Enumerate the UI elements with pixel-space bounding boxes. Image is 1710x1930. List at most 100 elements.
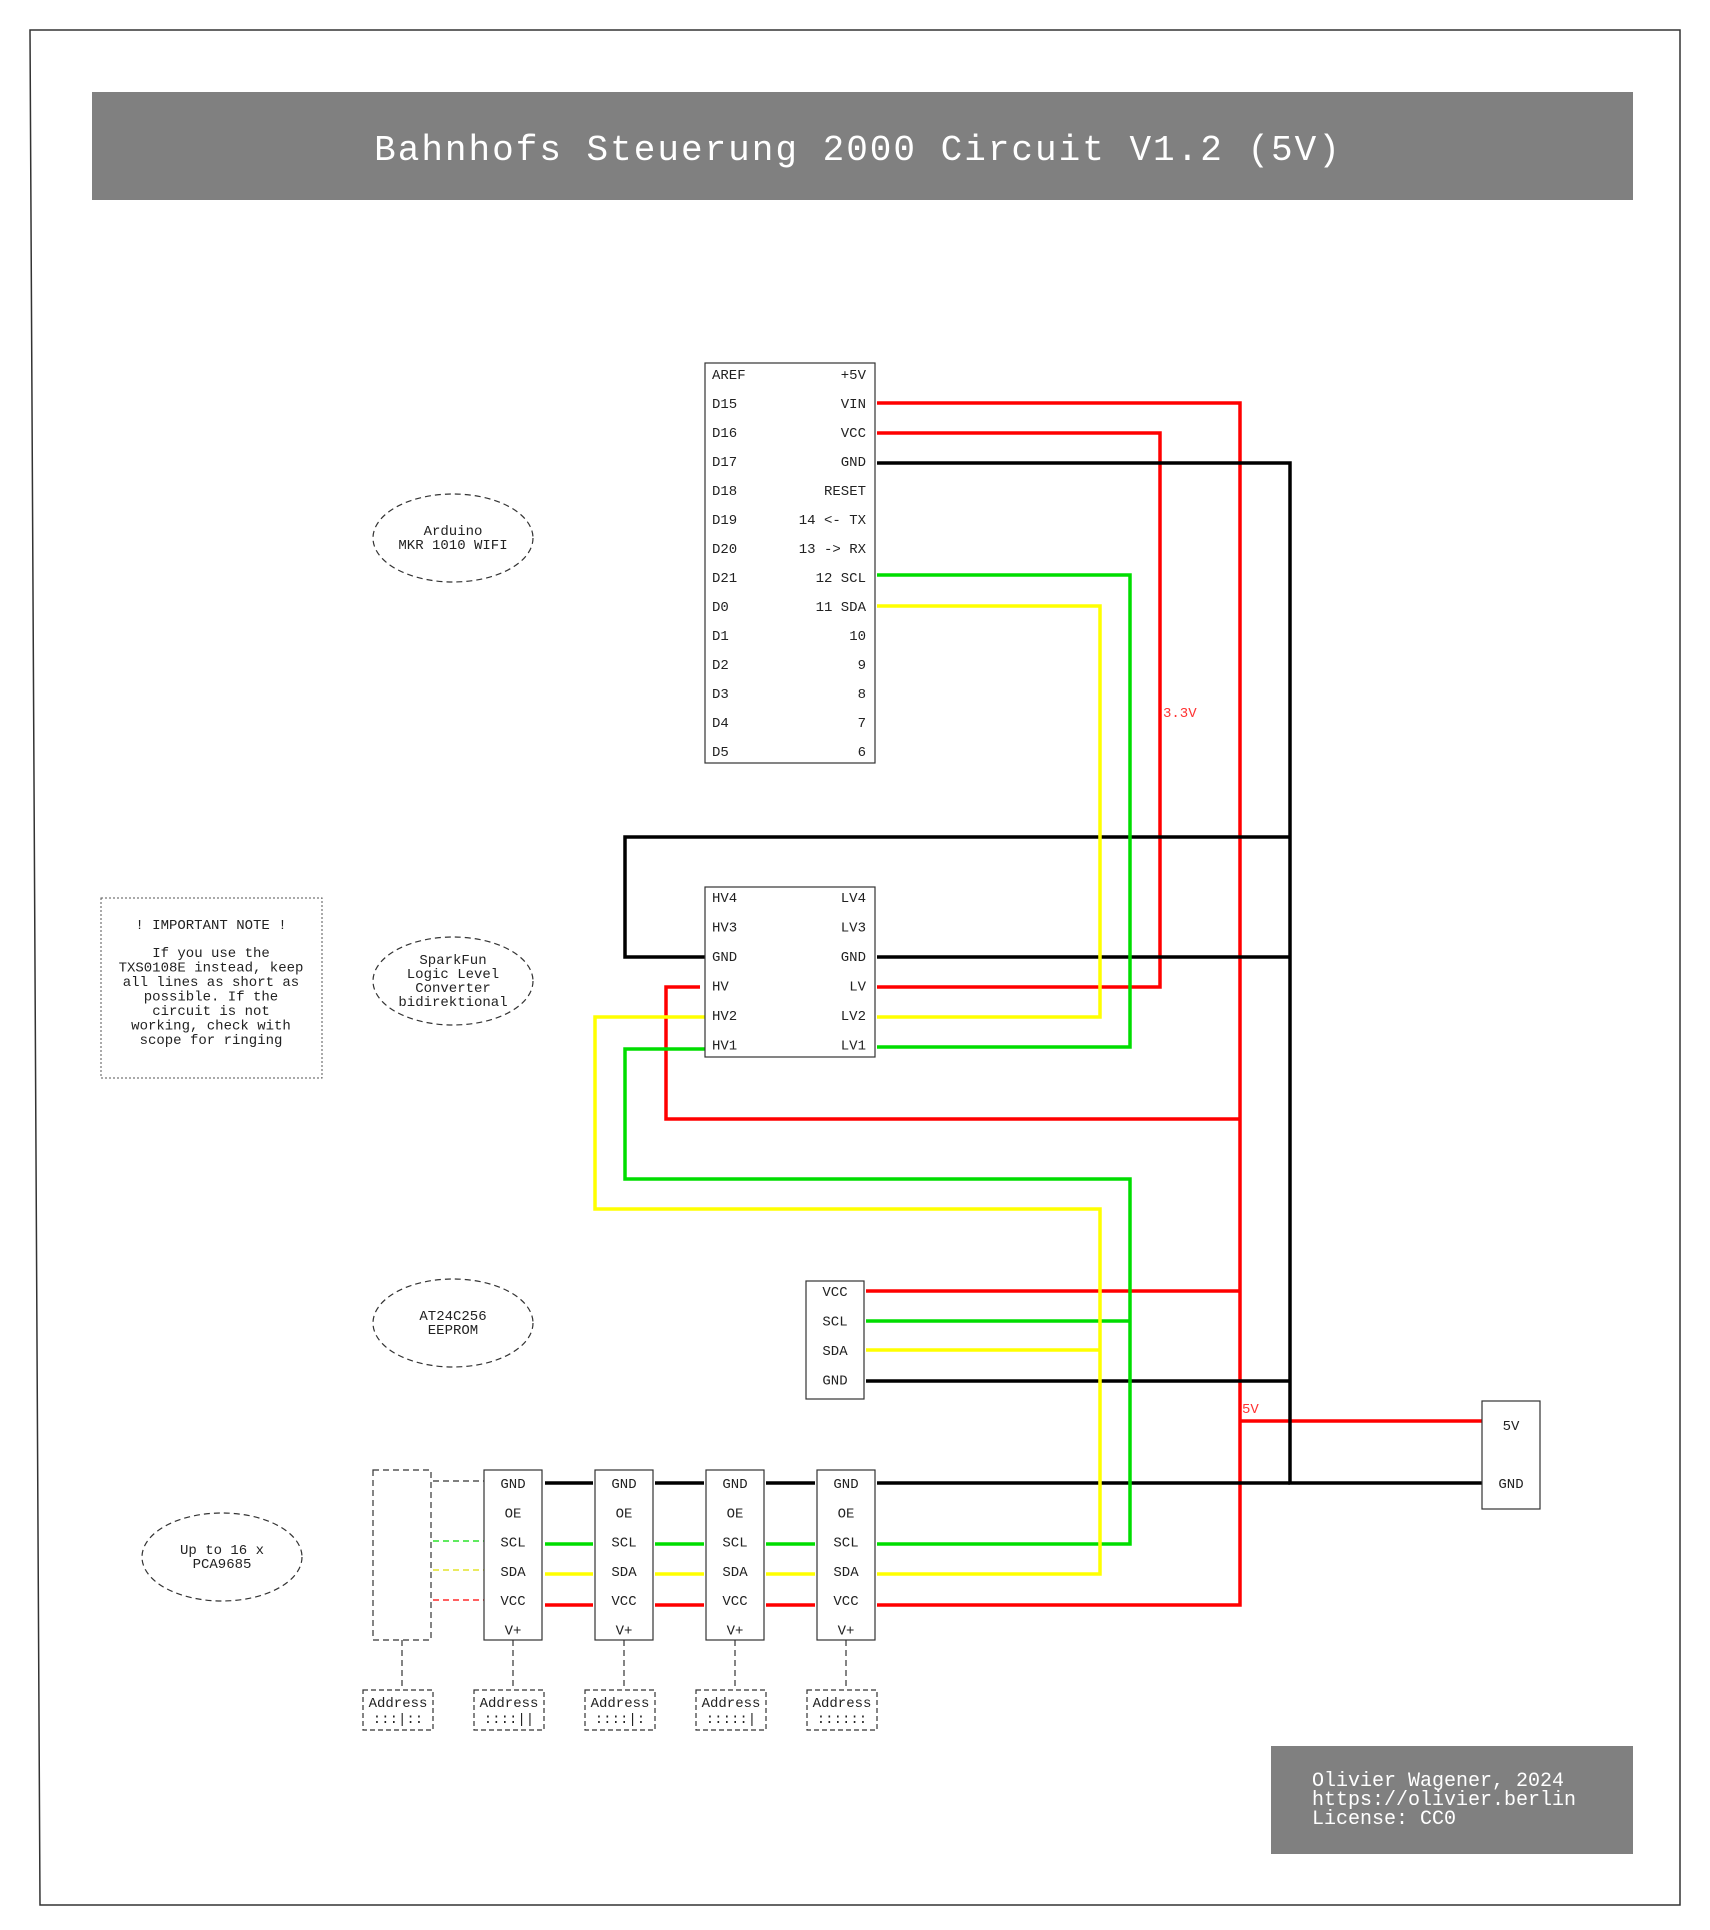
- address-jumper-box: [473, 1689, 545, 1731]
- important-note-heading: ! IMPORTANT NOTE !: [135, 918, 286, 934]
- address-code: ::::||: [484, 1712, 534, 1728]
- eeprom-label-ellipse: [372, 1278, 534, 1368]
- pca-pin-v: V+: [616, 1624, 633, 1640]
- arduino-pin-8: 8: [858, 687, 866, 703]
- lc-pin-gnd: GND: [841, 950, 866, 966]
- important-note-line: circuit is not: [152, 1004, 270, 1020]
- arduino-pin-d16: D16: [712, 426, 737, 442]
- lc-label-line3: Converter: [415, 981, 491, 997]
- address-label: Address: [369, 1696, 428, 1712]
- pca-box: [594, 1469, 654, 1641]
- pca-pin-scl: SCL: [500, 1536, 525, 1552]
- page-frame: [29, 29, 1681, 1906]
- pca-pin-oe: OE: [838, 1506, 855, 1522]
- pca-placeholder-box: [372, 1469, 432, 1641]
- wire-sda: [877, 604, 1102, 1019]
- arduino-pin-aref: AREF: [712, 368, 746, 384]
- pca-pin-oe: OE: [727, 1506, 744, 1522]
- arduino-label-ellipse: [372, 493, 534, 583]
- address-label: Address: [591, 1696, 650, 1712]
- pca-pin-scl: SCL: [722, 1536, 747, 1552]
- arduino-box: [704, 362, 876, 764]
- address-code: ::::::: [817, 1712, 867, 1728]
- lc-pin-lv3: LV3: [841, 921, 866, 937]
- lc-label-line4: bidirektional: [398, 995, 507, 1011]
- arduino-pin-vcc: VCC: [841, 426, 866, 442]
- pca-pin-gnd: GND: [500, 1477, 525, 1493]
- pca-pin-v: V+: [838, 1624, 855, 1640]
- wire-hv2-sda: [593, 1015, 1102, 1576]
- pca-pin-vcc: VCC: [833, 1594, 858, 1610]
- power-supply: 5V GND: [1481, 1400, 1541, 1510]
- pca-box: [705, 1469, 765, 1641]
- arduino-pin-gnd: GND: [841, 455, 866, 471]
- pca-pin-gnd: GND: [611, 1477, 636, 1493]
- lc-pin-hv: HV: [712, 980, 729, 996]
- phantom-wires: [433, 1480, 484, 1601]
- pca-pin-scl: SCL: [833, 1536, 858, 1552]
- eeprom-label-line1: AT24C256: [419, 1309, 486, 1325]
- arduino-pin-d18: D18: [712, 484, 737, 500]
- psu-pin-5v: 5V: [1503, 1419, 1520, 1435]
- arduino-pin-11-sda: 11 SDA: [816, 600, 867, 616]
- lc-pin-hv1: HV1: [712, 1039, 737, 1055]
- lc-pin-lv4: LV4: [841, 891, 866, 907]
- pca-modules: Address:::|::GNDOESCLSDAVCCV+Address::::…: [362, 1469, 878, 1731]
- label-3v3: 3.3V: [1163, 706, 1197, 722]
- arduino-pin-d5: D5: [712, 745, 729, 761]
- pca-pin-vcc: VCC: [500, 1594, 525, 1610]
- footer-url: https://olivier.berlin: [1312, 1789, 1576, 1812]
- arduino-pin-7: 7: [858, 716, 866, 732]
- arduino-pin-d20: D20: [712, 542, 737, 558]
- pca-box: [816, 1469, 876, 1641]
- pca-pin-vcc: VCC: [722, 1594, 747, 1610]
- address-jumper-box: [695, 1689, 767, 1731]
- eeprom-label-line2: EEPROM: [428, 1323, 478, 1339]
- title-band: [92, 92, 1633, 200]
- pca-label-line2: PCA9685: [193, 1557, 252, 1573]
- arduino-label-line2: MKR 1010 WIFI: [398, 538, 507, 554]
- important-note-line: scope for ringing: [140, 1033, 283, 1049]
- arduino-pin-d0: D0: [712, 600, 729, 616]
- address-jumper-box: [806, 1689, 878, 1731]
- wire-arduino-vcc-3v3: [877, 431, 1162, 989]
- arduino-pin-vin: VIN: [841, 397, 866, 413]
- address-code: :::::|: [706, 1712, 756, 1728]
- address-code: :::|::: [373, 1712, 423, 1728]
- arduino-pin-d1: D1: [712, 629, 729, 645]
- pca-module-placeholder: Address:::|::: [362, 1469, 434, 1731]
- important-note-line: all lines as short as: [123, 975, 299, 991]
- wire-hv-5v: [664, 985, 1240, 1121]
- arduino-pin-5v: +5V: [841, 368, 867, 384]
- pca-pin-v: V+: [727, 1624, 744, 1640]
- wire-scl: [877, 573, 1132, 1049]
- arduino-pin-reset: RESET: [824, 484, 866, 500]
- pca-pin-scl: SCL: [611, 1536, 636, 1552]
- lc-pin-lv2: LV2: [841, 1009, 866, 1025]
- lc-label-line2: Logic Level: [407, 967, 499, 983]
- arduino-pin-12-scl: 12 SCL: [816, 571, 866, 587]
- footer-band: [1271, 1746, 1633, 1854]
- arduino-pin-d21: D21: [712, 571, 737, 587]
- pca-pin-v: V+: [505, 1624, 522, 1640]
- lc-pin-lv: LV: [849, 980, 866, 996]
- arduino-pin-10: 10: [849, 629, 866, 645]
- eeprom-pin-scl: SCL: [822, 1315, 847, 1331]
- lc-pin-gnd: GND: [712, 950, 737, 966]
- pca-box: [483, 1469, 543, 1641]
- footer-author: Olivier Wagener, 2024: [1312, 1770, 1564, 1793]
- footer-license: License: CC0: [1312, 1808, 1456, 1831]
- lc-pin-hv3: HV3: [712, 921, 737, 937]
- address-jumper-box: [584, 1689, 656, 1731]
- level-converter-box: [704, 886, 876, 1058]
- diagram-title: Bahnhofs Steuerung 2000 Circuit V1.2 (5V…: [374, 130, 1342, 171]
- power-supply-box: [1481, 1400, 1541, 1510]
- arduino-pin-9: 9: [858, 658, 866, 674]
